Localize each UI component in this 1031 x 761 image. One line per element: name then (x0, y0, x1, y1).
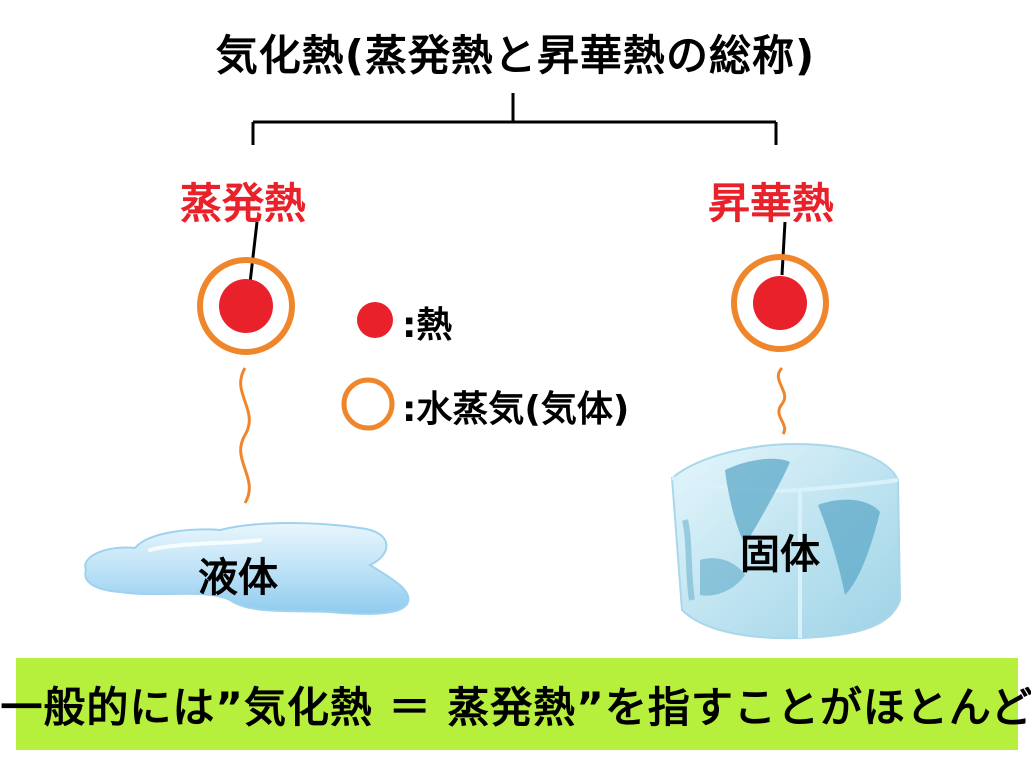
state-label-liquid: 液体 (198, 555, 278, 601)
legend-heat-icon (357, 302, 393, 338)
ice-cube-icon (670, 443, 902, 640)
legend-heat-label: :熱 (402, 305, 453, 346)
pointer-line-left (248, 221, 259, 284)
legend-vapor-icon (341, 377, 395, 431)
summary-banner: 一般的には”気化熱 ＝ 蒸発熱”を指すことがほとんど (0, 658, 1031, 750)
wavy-line-left (239, 367, 251, 504)
pointer-line-right (780, 221, 787, 276)
branch-label-sublimation: 昇華熱 (708, 179, 835, 228)
branch-label-evaporation: 蒸発熱 (180, 179, 307, 228)
wavy-line-right (776, 366, 787, 435)
heat-dot-left (219, 279, 273, 333)
diagram-title: 気化熱(蒸発熱と昇華熱の総称) (215, 31, 816, 80)
heat-dot-right (753, 276, 807, 330)
legend-vapor-label: :水蒸気(気体) (402, 389, 630, 430)
vapor-ring-left (197, 257, 295, 355)
water-highlight-icon (148, 538, 262, 552)
summary-banner-text: 一般的には”気化熱 ＝ 蒸発熱”を指すことがほとんど (0, 682, 1031, 732)
tree-bracket (251, 93, 778, 145)
vapor-ring-right (731, 254, 829, 352)
state-label-solid: 固体 (740, 532, 820, 578)
